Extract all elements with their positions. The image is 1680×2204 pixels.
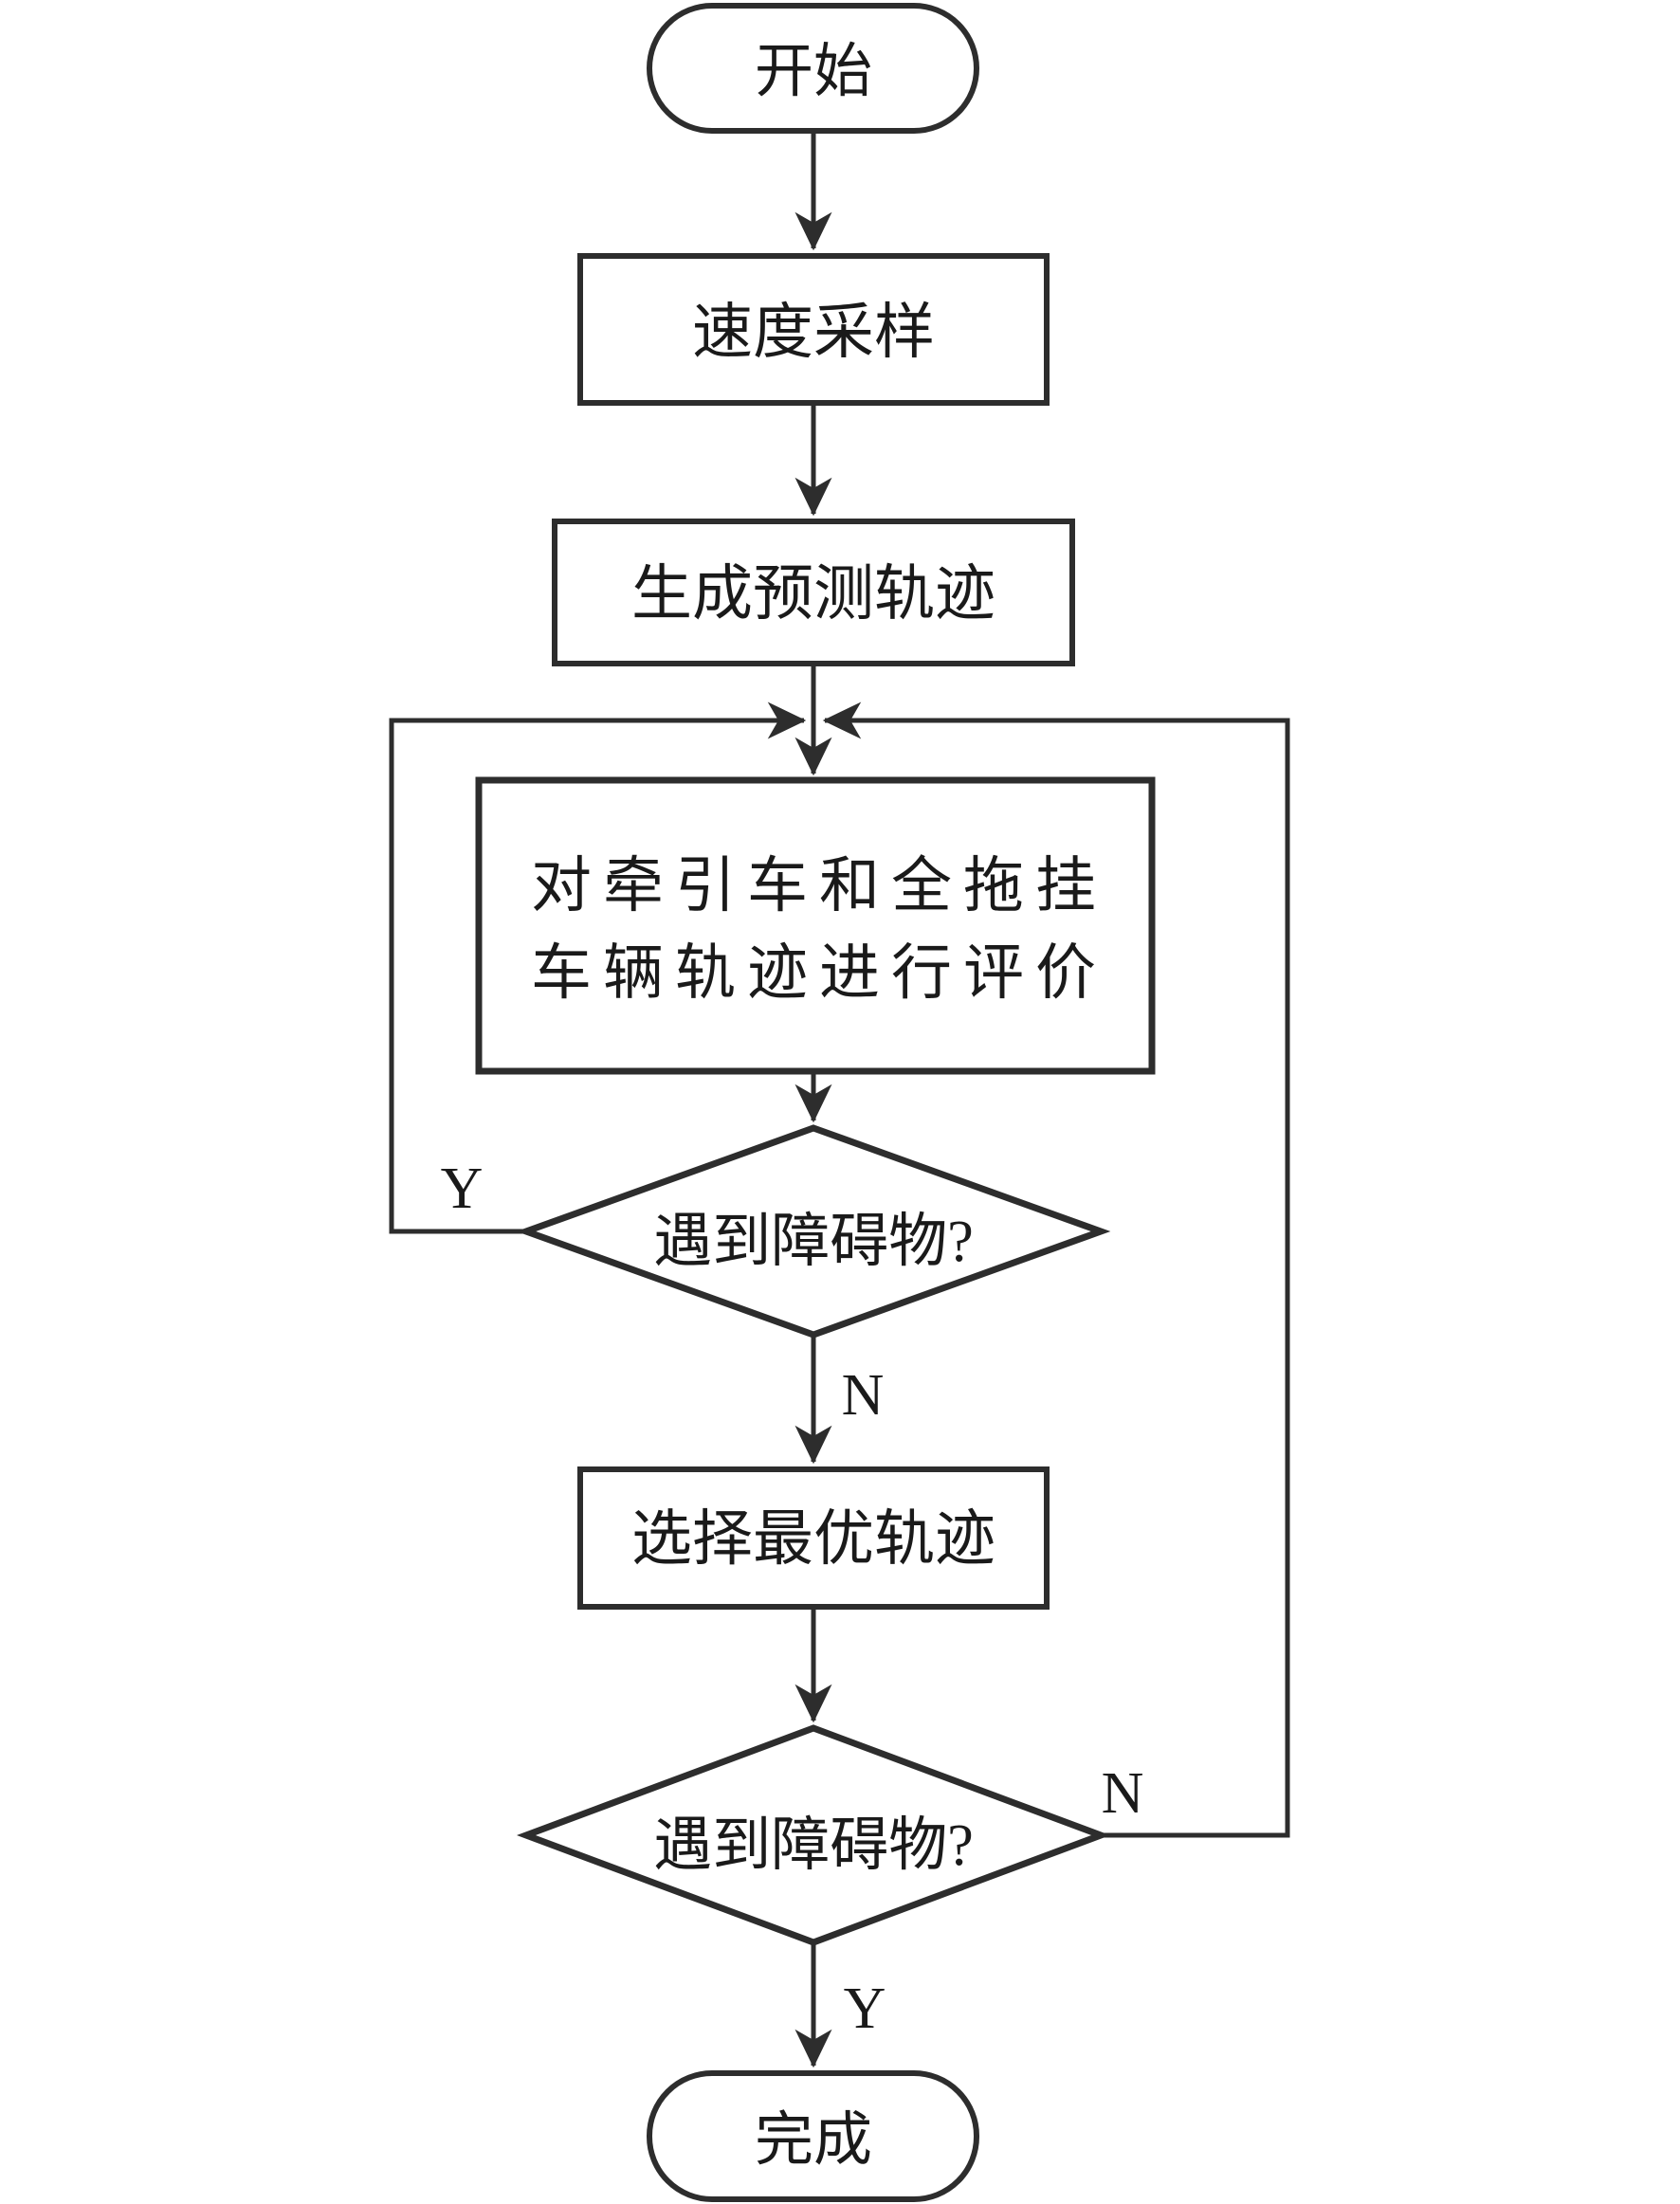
node-finish-label: 完成 [755, 2108, 872, 2173]
node-start-label: 开始 [755, 40, 872, 104]
branch-label-obstacle2-yes: Y [844, 1976, 886, 2041]
node-select-optimal [577, 1466, 1050, 1610]
node-speed-sampling [577, 253, 1050, 406]
node-finish [647, 2070, 979, 2202]
node-evaluate-label-line2: 车辆轨迹进行评价 [531, 939, 1107, 1007]
branch-label-obstacle1-yes: Y [441, 1157, 484, 1221]
node-generate-trajectory-label: 生成预测轨迹 [631, 560, 995, 628]
node-obstacle-check-1-label: 遇到障碍物? [653, 1210, 974, 1274]
node-obstacle-check-2 [516, 1724, 1111, 1946]
branch-label-obstacle2-no: N [1102, 1761, 1144, 1826]
node-evaluate-label-line1: 对牵引车和全拖挂 [531, 852, 1107, 920]
branch-label-obstacle1-no: N [842, 1363, 885, 1428]
node-obstacle-check-2-label: 遇到障碍物? [653, 1813, 974, 1878]
node-speed-sampling-label: 速度采样 [692, 299, 935, 366]
node-select-optimal-label: 选择最优轨迹 [631, 1505, 995, 1573]
node-evaluate [475, 776, 1156, 1075]
node-generate-trajectory [552, 519, 1075, 666]
node-obstacle-check-1 [516, 1124, 1111, 1339]
edge-obstacle1-yes-loop [389, 701, 807, 1234]
node-start [647, 3, 979, 134]
edge-obstacle2-no-loop [822, 701, 1290, 1838]
